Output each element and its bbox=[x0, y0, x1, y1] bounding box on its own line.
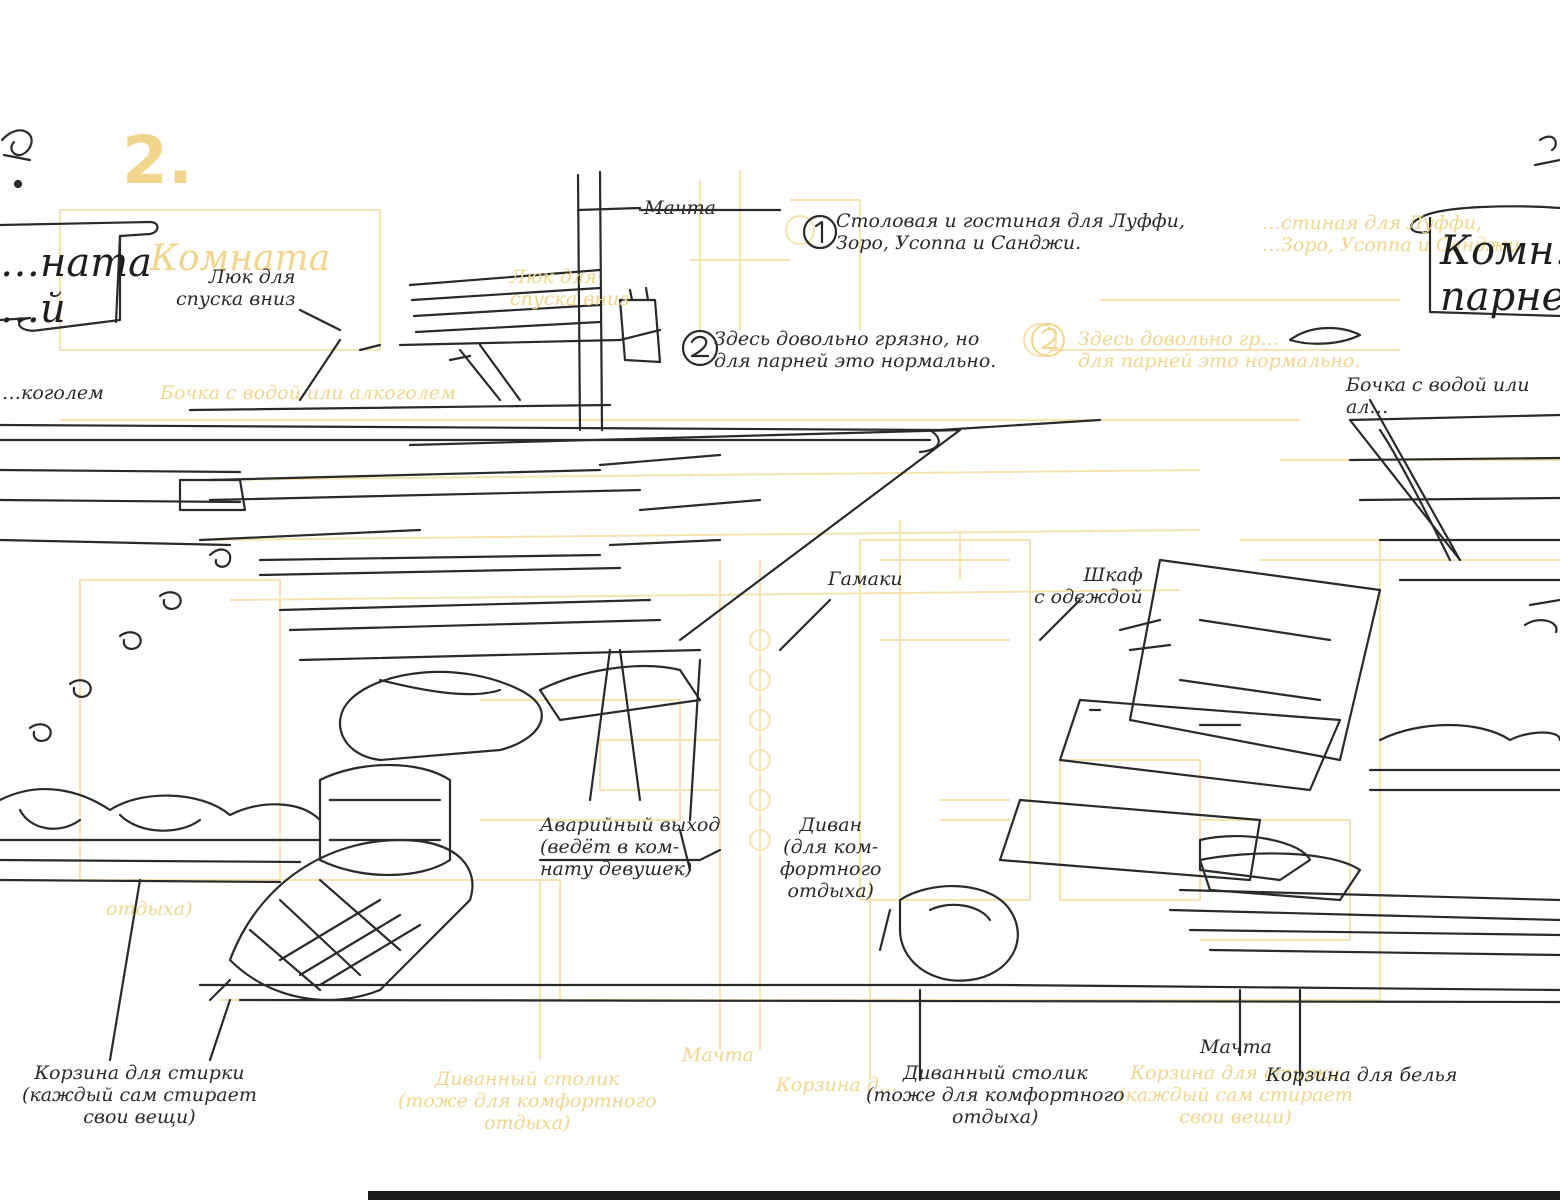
ghost-hatch: Люк для спуска вниз bbox=[510, 266, 630, 310]
label-wardrobe: Шкаф с одеждой bbox=[1034, 564, 1143, 608]
ghost-title: Комната bbox=[150, 238, 331, 279]
label-laundry-basket-right: Корзина для белья bbox=[1266, 1064, 1458, 1086]
ghost-sofa: отдыха) bbox=[106, 898, 193, 920]
ghost-coffee-table: Диванный столик (тоже для комфортного от… bbox=[398, 1068, 657, 1134]
chapter-number: 2. bbox=[122, 122, 193, 199]
label-coffee-table: Диванный столик (тоже для комфортного от… bbox=[866, 1062, 1125, 1128]
ghost-mast: Мачта bbox=[682, 1044, 754, 1066]
ghost-note-1: …стиная для Луффи, …Зоро, Усоппа и Сандж… bbox=[1262, 212, 1527, 256]
label-hatch: Люк для спуска вниз bbox=[176, 266, 296, 310]
ghost-sketch bbox=[59, 170, 1560, 1080]
label-emergency-exit: Аварийный выход (ведёт в ком- нату девуш… bbox=[540, 814, 721, 880]
label-note-1: Столовая и гостиная для Луффи, Зоро, Усо… bbox=[836, 210, 1185, 254]
label-mast-bottom: Мачта bbox=[1200, 1036, 1272, 1058]
label-laundry-basket-left: Корзина для стирки (каждый сам стирает с… bbox=[22, 1062, 257, 1128]
label-barrel-right: Бочка с водой или ал… bbox=[1346, 374, 1530, 418]
label-barrel-left: …когoлем bbox=[2, 382, 104, 404]
label-mast-top: Мачта bbox=[644, 197, 716, 219]
label-sofa: Диван (для ком- фортного отдыха) bbox=[780, 814, 882, 902]
page-edge-bar bbox=[368, 1191, 1560, 1200]
title-right: Комн… парней bbox=[1440, 228, 1560, 320]
ink-sketch bbox=[0, 129, 1560, 1087]
ghost-basket-right: Корзина для стирки (каждый сам стирает с… bbox=[1118, 1062, 1353, 1128]
ghost-barrel: Бочка с водой или алкоголем bbox=[160, 382, 456, 404]
ghost-note-2: Здесь довольно гр… для парней это нормал… bbox=[1078, 328, 1361, 372]
ghost-basket-left: Корзина д… bbox=[776, 1074, 898, 1096]
label-note-2: Здесь довольно грязно, но для парней это… bbox=[714, 328, 997, 372]
label-hammocks: Гамаки bbox=[828, 568, 903, 590]
title-left: …ната …й bbox=[0, 240, 152, 332]
ghost-markers bbox=[1031, 323, 1065, 357]
